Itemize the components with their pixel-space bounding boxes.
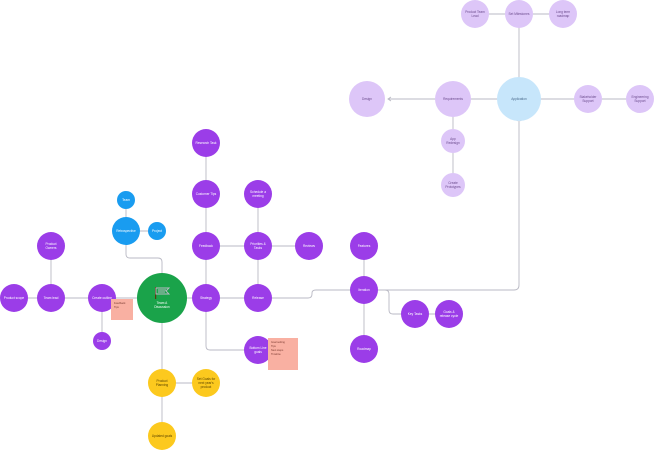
node-set-milestones[interactable]: Set Milestones [505, 0, 533, 28]
node-release[interactable]: Release [244, 284, 272, 312]
node-priorities-tasks[interactable]: Priorities & Tasks [244, 232, 272, 260]
connector [125, 231, 163, 298]
node-retrospective[interactable]: Retrospective [112, 217, 140, 245]
node-product-team-lead[interactable]: Product Team Lead [461, 0, 489, 28]
node-set-goals[interactable]: Set Goals for next year's product [192, 369, 220, 397]
node-create-prototypes[interactable]: Create Prototypes [441, 173, 465, 197]
flag-icon [155, 287, 170, 299]
sticky-note-goal-setting[interactable]: Goal setting Tips Next steps Timeline [268, 338, 298, 370]
node-product-scope[interactable]: Product scope [0, 284, 28, 312]
node-product-owners[interactable]: Product Owners [37, 232, 65, 260]
node-goals-release-cycle[interactable]: Goals & release cycle [435, 300, 463, 328]
node-schedule-meeting[interactable]: Schedule a meeting [244, 180, 272, 208]
node-product-planning[interactable]: Product Planning [148, 369, 176, 397]
node-design-small[interactable]: Design [93, 332, 111, 350]
node-requirements[interactable]: Requirements [435, 81, 471, 117]
node-reviews[interactable]: Reviews [295, 232, 323, 260]
arrowhead [387, 96, 392, 102]
node-team[interactable]: Team [117, 191, 135, 209]
node-updated-goals[interactable]: Updated goals [148, 422, 176, 450]
connector [205, 298, 258, 351]
node-customer-tips[interactable]: Customer Tips [192, 180, 220, 208]
node-long-term-roadmap[interactable]: Long term roadmap [549, 0, 577, 28]
node-strategy[interactable]: Strategy [192, 284, 220, 312]
node-iteration[interactable]: Iteration [350, 276, 378, 304]
node-bottom-line-goals[interactable]: Bottom Line goals [244, 336, 272, 364]
node-team-lead[interactable]: Team lead [37, 284, 65, 312]
node-design[interactable]: Design [349, 81, 385, 117]
node-roadmap[interactable]: Roadmap [350, 335, 378, 363]
sticky-note-feedback[interactable]: Feedback Tips [111, 299, 133, 320]
node-stakeholder-support[interactable]: Stakeholder Support [574, 85, 602, 113]
connector [364, 118, 520, 291]
node-key-tasks[interactable]: Key Tasks [401, 300, 429, 328]
node-features[interactable]: Features [350, 232, 378, 260]
node-central-topic[interactable]: Team A Discussion [137, 273, 187, 323]
connector [258, 289, 364, 299]
node-feedback[interactable]: Feedback [192, 232, 220, 260]
node-research-task[interactable]: Research Task [192, 129, 220, 157]
node-app-redesign[interactable]: App Redesign [441, 129, 465, 153]
node-project[interactable]: Project [148, 222, 166, 240]
node-application[interactable]: Application [497, 77, 541, 121]
node-engineering-support[interactable]: Engineering Support [626, 85, 654, 113]
node-create-outline[interactable]: Create outline [88, 284, 116, 312]
